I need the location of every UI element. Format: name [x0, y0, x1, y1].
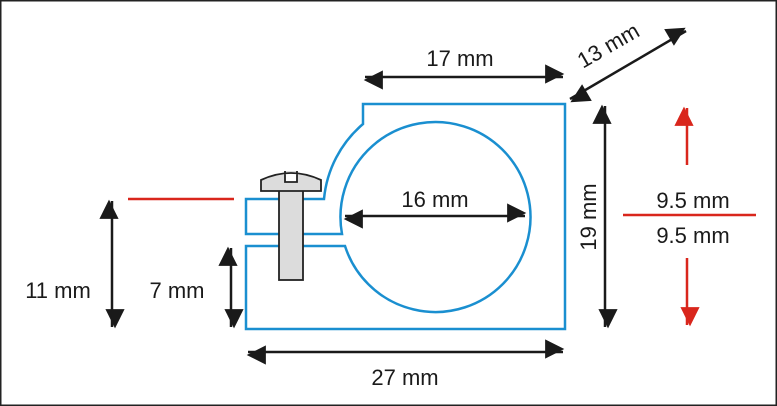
height-label: 19 mm — [576, 183, 601, 250]
top-width-label: 17 mm — [426, 46, 493, 71]
left-height-label: 11 mm — [25, 278, 91, 303]
offset-bottom-label: 9.5 mm — [656, 223, 729, 248]
offset-top-label: 9.5 mm — [656, 188, 729, 213]
clamp-outline — [244, 102, 567, 331]
screw-icon — [260, 171, 322, 281]
total-width-label: 27 mm — [371, 365, 438, 390]
gap-height-label: 7 mm — [150, 278, 205, 303]
bore-label: 16 mm — [401, 187, 468, 212]
diagonal-arrow — [569, 27, 687, 103]
